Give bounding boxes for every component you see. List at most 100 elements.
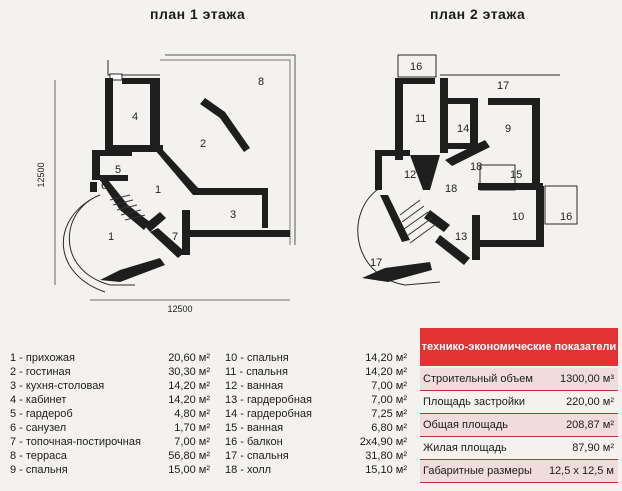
room-label: 14 [457, 123, 469, 135]
room-name: 4 - кабинет [10, 394, 67, 406]
room-row: 16 - балкон 2x4,90 м² [225, 435, 407, 449]
tech-row: Габаритные размеры 12,5 x 12,5 м [420, 460, 618, 483]
tech-label: Общая площадь [423, 419, 508, 431]
room-label: 16 [410, 61, 422, 73]
room-area: 15,00 м² [168, 464, 210, 476]
floor1-plan [62, 54, 296, 293]
tech-row: Общая площадь 208,87 м² [420, 414, 618, 437]
room-label: 6 [101, 180, 107, 192]
room-area: 7,00 м² [371, 380, 407, 392]
floor2-title: план 2 этажа [430, 6, 526, 22]
room-row: 11 - спальня 14,20 м² [225, 365, 407, 379]
room-name: 12 - ванная [225, 380, 284, 392]
room-label: 2 [200, 138, 206, 150]
room-area: 14,20 м² [365, 352, 407, 364]
room-name: 18 - холл [225, 464, 272, 476]
tech-value: 87,90 м² [572, 442, 614, 454]
room-area: 7,00 м² [174, 436, 210, 448]
tech-value: 1300,00 м³ [559, 373, 614, 385]
room-label: 16 [560, 211, 572, 223]
room-label: 9 [505, 123, 511, 135]
room-name: 11 - спальня [225, 366, 288, 378]
room-area: 14,20 м² [168, 394, 210, 406]
floor2-stairs [399, 199, 437, 244]
room-list-left: 1 - прихожая 20,60 м² 2 - гостиная 30,30 м²… [10, 351, 210, 477]
room-area: 7,00 м² [371, 394, 407, 406]
room-area: 14,20 м² [365, 366, 407, 378]
tech-value: 208,87 м² [566, 419, 614, 431]
tech-row: Строительный объем 1300,00 м³ [420, 368, 618, 391]
tech-row: Площадь застройки 220,00 м² [420, 391, 618, 414]
room-name: 9 - спальня [10, 464, 68, 476]
room-row: 8 - терраса 56,80 м² [10, 449, 210, 463]
floor1-room-labels: 4 2 3 5 6 1 1 7 8 [101, 76, 264, 243]
room-area: 30,30 м² [168, 366, 210, 378]
room-label: 11 [415, 113, 426, 125]
floor1-title: план 1 этажа [150, 6, 246, 22]
floor2-walls [362, 78, 544, 282]
room-area: 20,60 м² [168, 352, 210, 364]
room-label: 18 [445, 183, 457, 195]
room-name: 10 - спальня [225, 352, 289, 364]
room-name: 3 - кухня-столовая [10, 380, 105, 392]
floor-plans: 12500 12500 4 2 3 5 6 1 1 7 8 [36, 54, 578, 314]
room-name: 2 - гостиная [10, 366, 71, 378]
room-name: 13 - гардеробная [225, 394, 312, 406]
floor1-vertical-dimension: 12500 [36, 162, 46, 187]
tech-label: Габаритные размеры [423, 465, 532, 477]
room-row: 4 - кабинет 14,20 м² [10, 393, 210, 407]
room-list-right: 10 - спальня 14,20 м² 11 - спальня 14,20 м²… [225, 351, 407, 477]
room-name: 6 - санузел [10, 422, 67, 434]
room-row: 17 - спальня 31,80 м² [225, 449, 407, 463]
room-area: 56,80 м² [168, 450, 210, 462]
floor1-walls [90, 78, 290, 282]
tech-label: Строительный объем [423, 373, 533, 385]
room-row: 14 - гардеробная 7,25 м² [225, 407, 407, 421]
room-label: 1 [155, 184, 161, 196]
room-name: 14 - гардеробная [225, 408, 312, 420]
room-label: 4 [132, 111, 138, 123]
room-name: 15 - ванная [225, 422, 284, 434]
room-area: 15,10 м² [365, 464, 407, 476]
tech-header: технико-экономические показатели [420, 328, 618, 366]
floor1-stairs [109, 194, 146, 221]
floor2-room-labels: 16 17 11 14 9 12 18 15 18 10 16 13 17 [370, 61, 572, 269]
room-name: 1 - прихожая [10, 352, 75, 364]
room-label: 3 [230, 209, 236, 221]
room-name: 8 - терраса [10, 450, 67, 462]
room-area: 7,25 м² [371, 408, 407, 420]
room-label: 7 [172, 231, 178, 243]
room-area: 4,80 м² [174, 408, 210, 420]
room-label: 5 [115, 164, 121, 176]
room-area: 14,20 м² [168, 380, 210, 392]
room-label: 1 [108, 231, 114, 243]
room-label: 15 [510, 169, 522, 181]
tech-value: 12,5 x 12,5 м [548, 465, 614, 477]
tech-label: Площадь застройки [423, 396, 525, 408]
room-area: 6,80 м² [371, 422, 407, 434]
room-row: 18 - холл 15,10 м² [225, 463, 407, 477]
room-label: 12 [404, 169, 416, 181]
room-row: 6 - санузел 1,70 м² [10, 421, 210, 435]
room-label: 17 [497, 80, 509, 92]
room-name: 16 - балкон [225, 436, 283, 448]
tech-table: Строительный объем 1300,00 м³ Площадь заст… [420, 368, 618, 483]
floor1-horizontal-dimension: 12500 [167, 304, 192, 314]
room-label: 10 [512, 211, 524, 223]
tech-value: 220,00 м² [566, 396, 614, 408]
floor2-plan [357, 54, 578, 286]
room-name: 17 - спальня [225, 450, 289, 462]
room-row: 15 - ванная 6,80 м² [225, 421, 407, 435]
room-label: 13 [455, 231, 467, 243]
room-area: 1,70 м² [174, 422, 210, 434]
room-row: 1 - прихожая 20,60 м² [10, 351, 210, 365]
floor1-dimensions [54, 80, 290, 301]
room-area: 2x4,90 м² [359, 436, 407, 448]
room-row: 9 - спальня 15,00 м² [10, 463, 210, 477]
room-row: 3 - кухня-столовая 14,20 м² [10, 379, 210, 393]
room-label: 18 [470, 161, 482, 173]
room-row: 2 - гостиная 30,30 м² [10, 365, 210, 379]
room-area: 31,80 м² [365, 450, 407, 462]
